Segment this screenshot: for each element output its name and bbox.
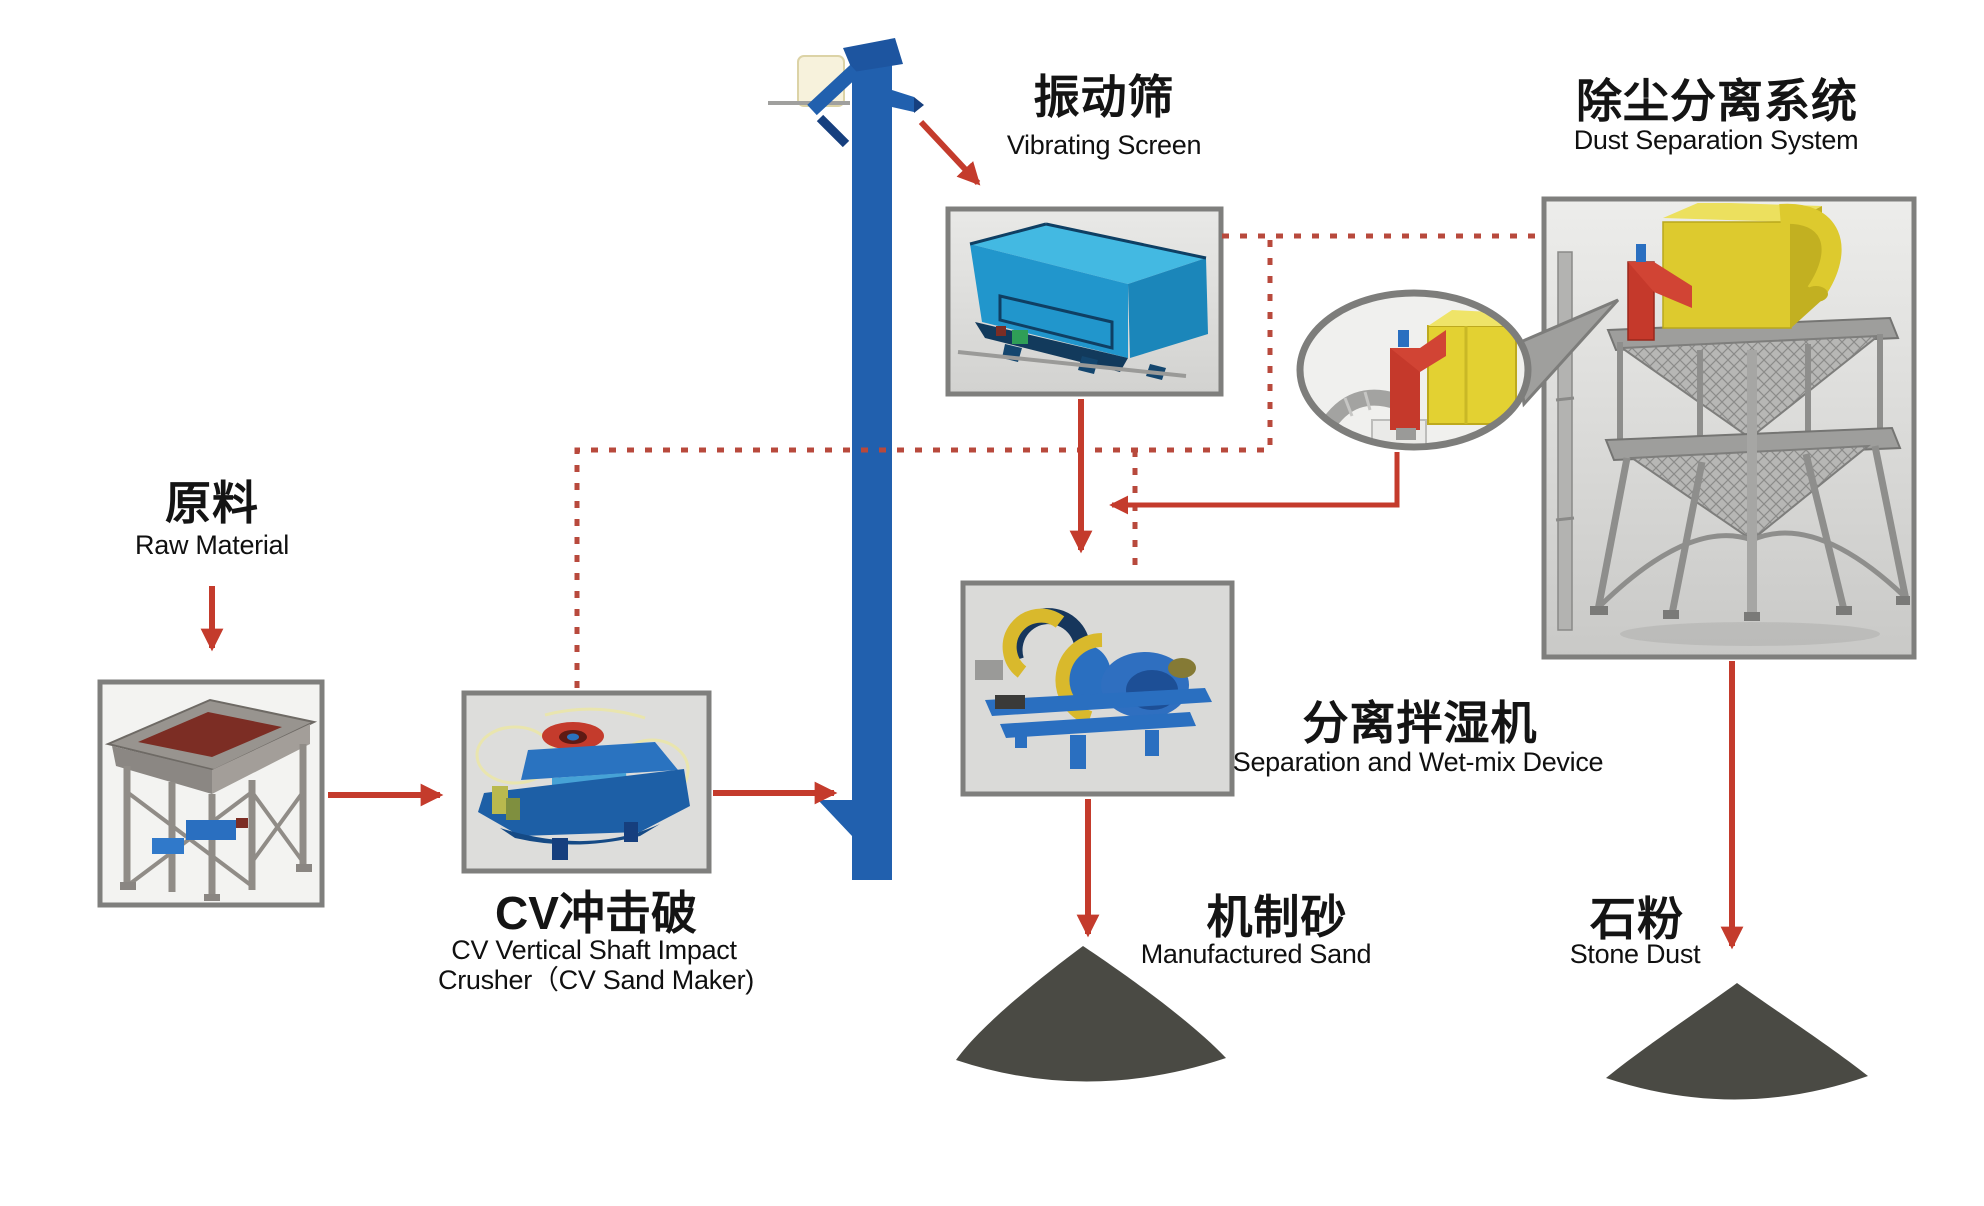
cv-crusher-label-en-line1: CV Vertical Shaft Impact (451, 935, 737, 965)
elevator-spout-tip (914, 97, 924, 113)
feeder-hopper (138, 712, 282, 757)
cv-crusher-label-zh: CV冲击破 (495, 887, 697, 939)
arrow-dust-system-to-wetmix (1109, 452, 1400, 515)
cv-crusher-machine (475, 707, 690, 860)
dust-separation-system-photo (1541, 196, 1917, 660)
feeder-machine (104, 698, 318, 901)
elevator-column (852, 58, 892, 880)
dashed-lines (574, 233, 1545, 688)
cv-crusher-label-en-line2: Crusher（CV Sand Maker) (437, 965, 755, 995)
vibrating-screen-machine (957, 222, 1208, 380)
stone-dust-label-en: Stone Dust (1569, 939, 1701, 969)
feeder-vibrator (186, 820, 236, 840)
magnifier-content (1319, 310, 1525, 444)
stone-dust-pile (1606, 983, 1868, 1100)
flow-arrows (200, 119, 1744, 950)
arrow-elevator-to-screen (918, 119, 981, 186)
cv-crusher-photo (461, 690, 712, 874)
vibrating-screen-label-en: Vibrating Screen (1006, 130, 1202, 160)
vibrating-screen-photo (945, 206, 1224, 397)
dust-filter-unit (1662, 221, 1792, 329)
raw-material-feeder-photo (97, 679, 325, 908)
magnifier-ring (1296, 289, 1532, 451)
manufactured-sand-label-en: Manufactured Sand (1140, 939, 1372, 969)
separation-wetmix-photo (960, 580, 1235, 797)
dust-separation-label-zh: 除尘分离系统 (1576, 75, 1858, 127)
dust-riser-pipe (1557, 251, 1573, 631)
elevator-head (843, 38, 903, 72)
dust-separation-structure (1555, 203, 1910, 646)
dust-duct-magnifier-inset (1296, 289, 1620, 451)
separation-wetmix-label-zh: 分离拌湿机 (1302, 697, 1538, 749)
dust-filter-pipe (1779, 203, 1842, 298)
raw-material-label-en: Raw Material (135, 530, 289, 560)
dust-separation-label-en: Dust Separation System (1573, 125, 1859, 155)
separation-wetmix-label-en: Separation and Wet-mix Device (1232, 747, 1604, 777)
raw-material-label-zh: 原料 (165, 477, 259, 529)
elevator-head-brace (807, 64, 860, 116)
manufactured-sand-label-zh: 机制砂 (1206, 891, 1348, 943)
vibrating-screen-label-zh: 振动筛 (1033, 71, 1175, 123)
manufactured-sand-pile (956, 946, 1226, 1082)
bucket-elevator (768, 38, 924, 880)
elevator-discharge-spout (892, 90, 914, 112)
stone-dust-label-zh: 石粉 (1590, 893, 1684, 945)
elevator-boot-inlet (818, 800, 852, 836)
elevator-head-brace-2 (816, 114, 850, 148)
wetmix-yellow-band-1 (1002, 608, 1065, 678)
separation-wetmix-machine (975, 608, 1212, 769)
